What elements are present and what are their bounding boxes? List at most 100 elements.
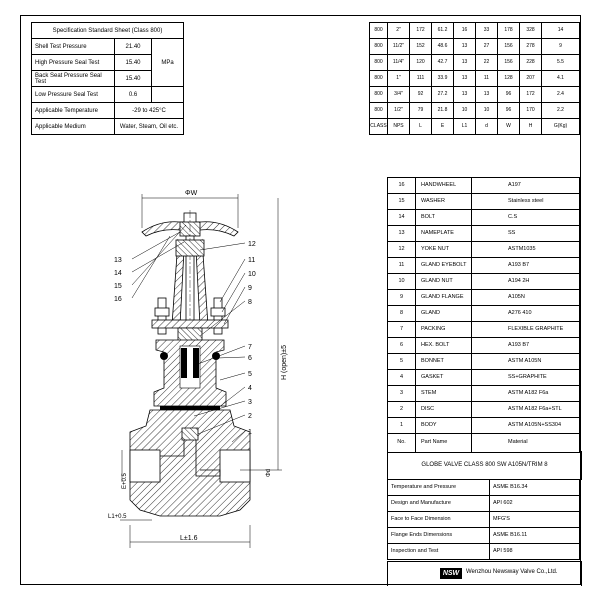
dimension-cell: 172: [409, 22, 432, 39]
standard-value: ASME B16.11: [489, 527, 580, 544]
standard-value: API 598: [489, 543, 580, 560]
dimension-cell: 800: [369, 22, 388, 39]
spec-value: 15.40: [114, 54, 152, 71]
dimension-cell: 27: [475, 38, 498, 55]
dimension-cell: 48.6: [431, 38, 454, 55]
callout-15: 15: [114, 283, 122, 290]
standard-label: Inspection and Test: [387, 543, 490, 560]
part-name: BONNET: [415, 353, 472, 370]
part-material: ASTM A105N: [471, 353, 580, 370]
dimension-cell: 33: [475, 22, 498, 39]
standard-value: API 602: [489, 495, 580, 512]
part-number: 16: [387, 177, 416, 194]
part-material: A276 410: [471, 305, 580, 322]
dimension-header-cell: L1: [453, 118, 476, 135]
part-name: BOLT: [415, 209, 472, 226]
part-material: C.S: [471, 209, 580, 226]
dimension-cell: 1": [387, 70, 410, 87]
dimension-cell: 800: [369, 86, 388, 103]
dimension-header-cell: d: [475, 118, 498, 135]
parts-header-name: Part Name: [415, 433, 472, 453]
dimension-cell: 178: [497, 22, 520, 39]
dimension-cell: 5.5: [541, 54, 580, 71]
dim-h-label: H (open)±5: [281, 345, 288, 380]
part-name: NAMEPLATE: [415, 225, 472, 242]
footer: NSW Wenzhou Newsway Valve Co.,Ltd.: [387, 561, 582, 586]
spec-label: Low Pressure Seal Test: [31, 86, 115, 103]
valve-title: GLOBE VALVE CLASS 800 SW A105N/TRIM 8: [387, 451, 582, 480]
part-number: 9: [387, 289, 416, 306]
dimension-cell: 800: [369, 70, 388, 87]
dimension-cell: 27.2: [431, 86, 454, 103]
part-name: HEX. BOLT: [415, 337, 472, 354]
dimension-header-cell: L: [409, 118, 432, 135]
dimension-cell: 21.8: [431, 102, 454, 119]
part-material: A105N: [471, 289, 580, 306]
dimension-cell: 800: [369, 102, 388, 119]
packing: [181, 348, 187, 378]
part-number: 5: [387, 353, 416, 370]
part-number: 14: [387, 209, 416, 226]
part-number: 12: [387, 241, 416, 258]
dimension-cell: 328: [519, 22, 542, 39]
callout-9: 9: [248, 285, 252, 292]
spec-table: Specification Standard Sheet (Class 800)…: [31, 22, 184, 135]
callout-5: 5: [248, 371, 252, 378]
dimension-cell: 13: [453, 54, 476, 71]
part-name: HANDWHEEL: [415, 177, 472, 194]
dimension-cell: 13: [453, 86, 476, 103]
dimension-cell: 207: [519, 70, 542, 87]
dimension-cell: 120: [409, 54, 432, 71]
spec-label: Back Seat Pressure Seal Test: [31, 70, 115, 87]
standard-value: MFG'S: [489, 511, 580, 528]
yoke-nut: [175, 239, 205, 257]
dimension-cell: 92: [409, 86, 432, 103]
spec-label: Shell Test Pressure: [31, 38, 115, 55]
dimension-cell: 1/2": [387, 102, 410, 119]
part-name: BODY: [415, 417, 472, 434]
dimension-cell: 3/4": [387, 86, 410, 103]
dimension-cell: 13: [453, 70, 476, 87]
part-name: YOKE NUT: [415, 241, 472, 258]
part-material: SS: [471, 225, 580, 242]
dimension-cell: 170: [519, 102, 542, 119]
part-name: GLAND EYEBOLT: [415, 257, 472, 274]
dimension-cell: 11/4": [387, 54, 410, 71]
part-number: 10: [387, 273, 416, 290]
part-name: GLAND: [415, 305, 472, 322]
part-number: 8: [387, 305, 416, 322]
dimension-cell: 11/2": [387, 38, 410, 55]
hex-bolt-left: [160, 352, 168, 360]
callout-labels-left: 13 14 15 16: [114, 257, 122, 303]
part-material: SS+GRAPHITE: [471, 369, 580, 386]
socket-left: [129, 449, 161, 483]
spec-value: 0.6: [114, 86, 152, 103]
dimension-cell: 14: [541, 22, 580, 39]
spec-unit: MPa: [151, 38, 184, 87]
part-material: ASTM A182 F6a+STL: [471, 401, 580, 418]
parts-header-no: No.: [387, 433, 416, 453]
spec-value: 21.40: [114, 38, 152, 55]
dimension-cell: 11: [475, 70, 498, 87]
callout-2: 2: [248, 413, 252, 420]
callout-7: 7: [248, 344, 252, 351]
dimension-cell: 13: [453, 38, 476, 55]
standard-label: Flange Ends Dimensions: [387, 527, 490, 544]
standard-label: Face to Face Dimension: [387, 511, 490, 528]
